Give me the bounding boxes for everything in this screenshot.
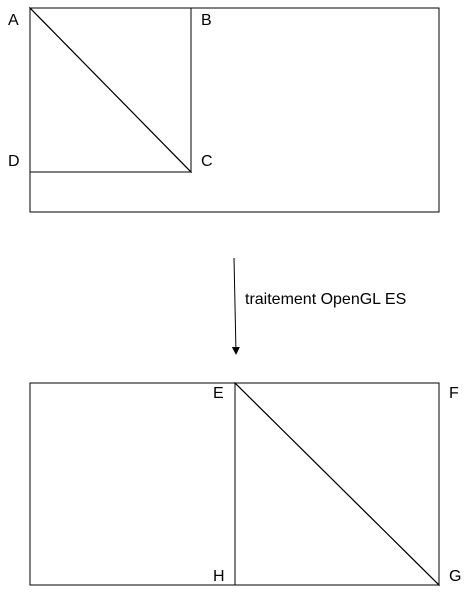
before-background-rect — [29, 7, 440, 213]
transition-label: traitement OpenGL ES — [245, 291, 406, 308]
after-figure: E F G H — [29, 381, 461, 587]
vertex-label-a: A — [8, 12, 19, 29]
vertex-label-c: C — [201, 153, 213, 170]
vertex-label-g: G — [449, 568, 461, 585]
vertex-label-d: D — [8, 153, 20, 170]
before-figure: A B C D — [8, 6, 440, 213]
before-diagonal-ac — [29, 7, 192, 173]
vertex-label-e: E — [213, 385, 224, 402]
transition: traitement OpenGL ES — [231, 257, 406, 355]
vertex-label-b: B — [201, 12, 212, 29]
vertex-label-f: F — [449, 385, 459, 402]
transition-arrow — [231, 257, 240, 355]
vertex-label-h: H — [213, 568, 225, 585]
after-diagonal-eg — [234, 382, 440, 586]
